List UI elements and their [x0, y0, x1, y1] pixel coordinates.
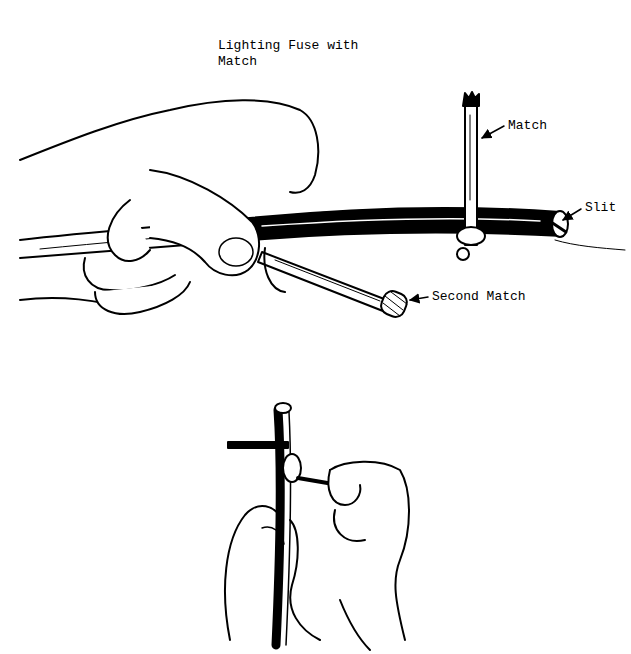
label-text: Match	[508, 118, 568, 134]
hand-outline	[340, 600, 370, 650]
slit	[548, 220, 566, 232]
leader-arrow	[410, 297, 428, 300]
fuse-end	[275, 403, 291, 413]
match	[465, 105, 477, 245]
label-text: Second Match	[432, 289, 542, 305]
fuse-highlight	[262, 219, 540, 226]
thumbnail	[262, 527, 284, 544]
match	[228, 442, 288, 448]
finger	[328, 470, 360, 505]
thumbnail	[219, 238, 253, 266]
second-match	[258, 252, 392, 313]
finger	[264, 248, 285, 292]
finger	[108, 200, 150, 261]
second-match-head	[383, 292, 407, 316]
thumb	[150, 170, 259, 275]
match-head	[463, 92, 479, 106]
surface	[555, 240, 625, 250]
tape	[457, 227, 485, 245]
finger	[95, 282, 190, 314]
leader-arrow	[563, 209, 581, 220]
second-match	[275, 260, 380, 301]
finger	[334, 510, 365, 541]
label-text: Slit	[585, 200, 627, 216]
second-match-head	[378, 288, 409, 319]
label-text: Lighting Fuse with Match	[218, 38, 368, 70]
hand-outline	[225, 506, 320, 640]
tape	[457, 248, 469, 260]
leader-arrow	[482, 126, 504, 138]
match	[470, 115, 471, 200]
fuse	[250, 208, 563, 240]
